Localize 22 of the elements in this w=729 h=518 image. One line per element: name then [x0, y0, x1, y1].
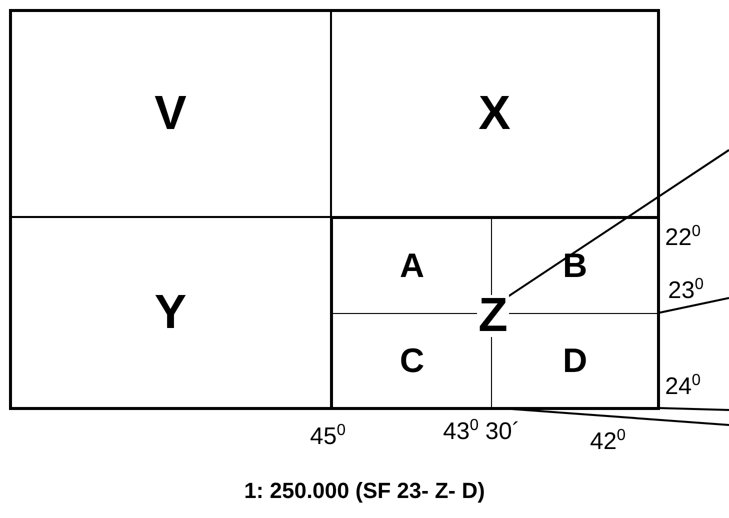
sheet-letter: B — [562, 249, 588, 283]
coordinate-label: 42$^{0}$ — [590, 430, 626, 454]
sheet-letter: C — [400, 344, 424, 378]
grid-cell — [331, 217, 658, 408]
grid-cell — [331, 10, 658, 217]
extension-line — [658, 297, 729, 314]
coordinate-label: 22$^{0}$ — [665, 226, 701, 250]
grid-cell — [10, 217, 331, 408]
extension-line — [507, 149, 729, 298]
grid-cell — [10, 10, 331, 217]
sheet-letter: Y — [154, 288, 186, 336]
sheet-letter: V — [154, 90, 186, 138]
sheet-letter: A — [400, 249, 424, 283]
scale-caption: 1: 250.000 (SF 23- Z- D) — [243, 478, 486, 504]
sheet-letter: X — [478, 90, 510, 138]
extension-line — [658, 407, 729, 411]
coordinate-label: 45$^{0}$ — [310, 425, 346, 449]
coordinate-label: 24$^{0}$ — [665, 375, 701, 399]
sheet-letter: D — [562, 344, 588, 378]
coordinate-label: 43$^{0}$ 30´ — [443, 420, 520, 444]
coordinate-label: 23$^{0}$ — [668, 279, 704, 303]
sheet-letter: Z — [477, 295, 509, 337]
